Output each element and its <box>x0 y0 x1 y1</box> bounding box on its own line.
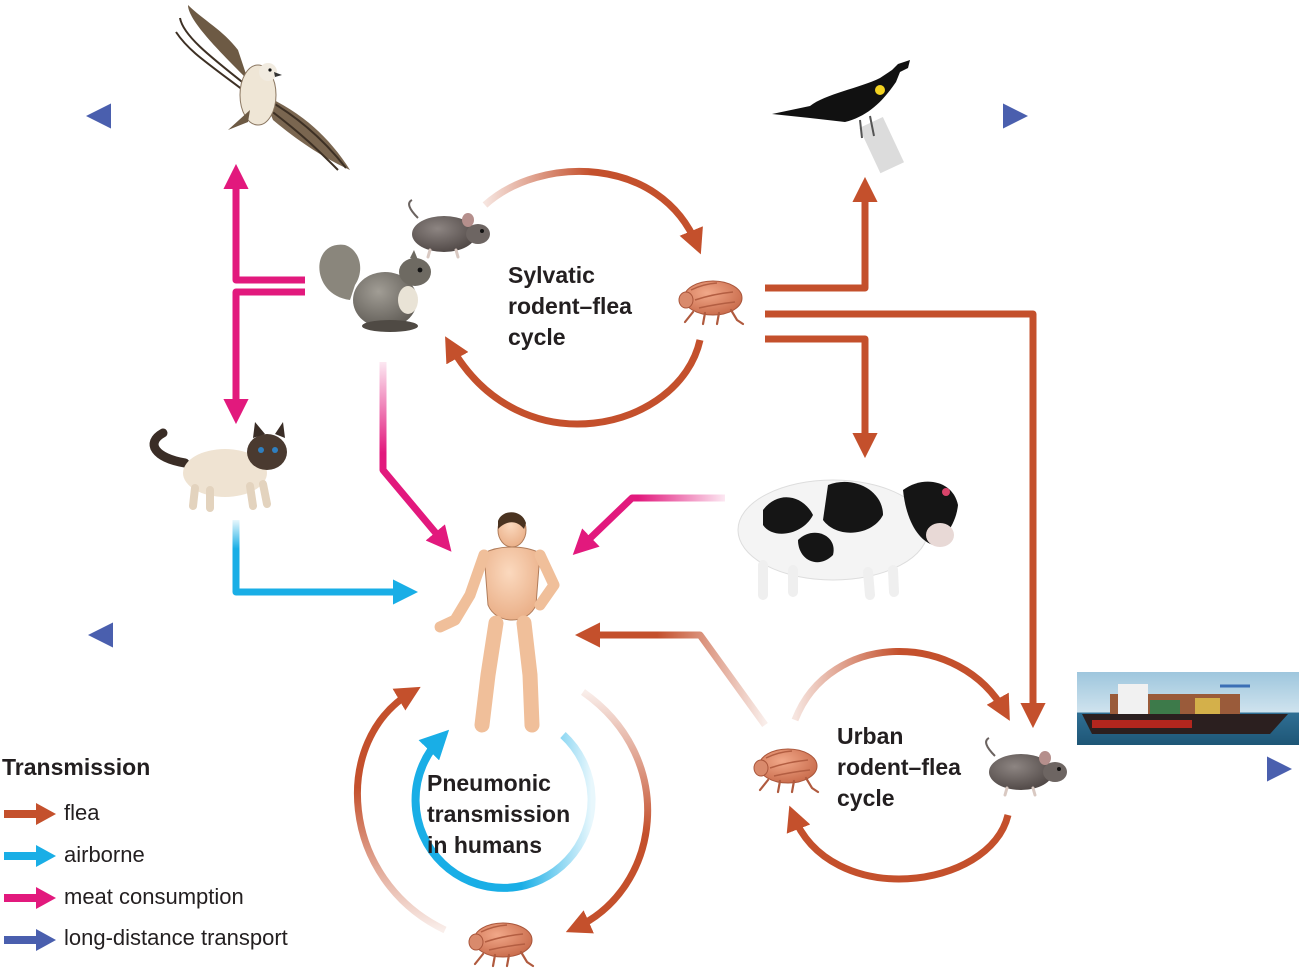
legend-swatch-flea <box>4 803 56 825</box>
cow-icon <box>737 479 958 600</box>
meat-arrow-cow-to-human <box>572 494 725 555</box>
urban-cycle-arc-bottom <box>786 805 1012 883</box>
sylvatic-cycle-arc-top <box>482 167 703 255</box>
meat-arrow-to-cat <box>223 288 305 425</box>
urban-cycle-label: Urban rodent–flea cycle <box>837 723 961 811</box>
pneumonic-transmission-label: Pneumonic transmission in humans <box>427 770 571 858</box>
flea-arrow-urban-to-human <box>574 622 768 728</box>
flea-arrow-to-cow <box>765 335 878 459</box>
flea-icon <box>467 921 535 968</box>
mouse-icon <box>407 198 492 259</box>
airborne-cycle-ring <box>411 729 596 892</box>
legend-title: Transmission <box>2 754 151 780</box>
squirrel-icon <box>319 244 431 332</box>
cat-icon <box>149 422 287 512</box>
human-icon <box>434 512 560 733</box>
flea-icon <box>677 279 745 326</box>
meat-arrow-to-hawk <box>223 163 305 284</box>
blackbird-icon <box>772 60 910 174</box>
sylvatic-cycle-label: Sylvatic rodent–flea cycle <box>508 262 632 350</box>
meat-arrow-squirrel-to-human <box>379 362 452 552</box>
flea-arrow-to-blackbird <box>765 176 878 292</box>
legend-swatch-meat-consumption <box>4 887 56 909</box>
human-flea-arc-left <box>354 686 447 934</box>
legend-swatch-airborne <box>4 845 56 867</box>
human-flea-arc-right <box>565 689 652 934</box>
flea-arrow-to-urban-rodent <box>765 310 1046 729</box>
legend-swatches <box>4 803 56 951</box>
airborne-arrow-cat-to-human <box>232 520 419 605</box>
hawk-icon <box>175 5 350 171</box>
ship-icon <box>1077 672 1299 745</box>
flea-icon <box>752 747 820 794</box>
mouse-icon <box>984 736 1069 797</box>
legend-label-airborne: airborne <box>64 842 145 867</box>
legend-swatch-long-distance-transport <box>4 929 56 951</box>
legend-label-meat-consumption: meat consumption <box>64 884 244 909</box>
urban-cycle-arc-top <box>791 648 1010 722</box>
legend-label-long-distance-transport: long-distance transport <box>64 925 288 950</box>
sylvatic-cycle-arc-bottom <box>445 336 704 428</box>
legend-label-flea: flea <box>64 800 100 825</box>
